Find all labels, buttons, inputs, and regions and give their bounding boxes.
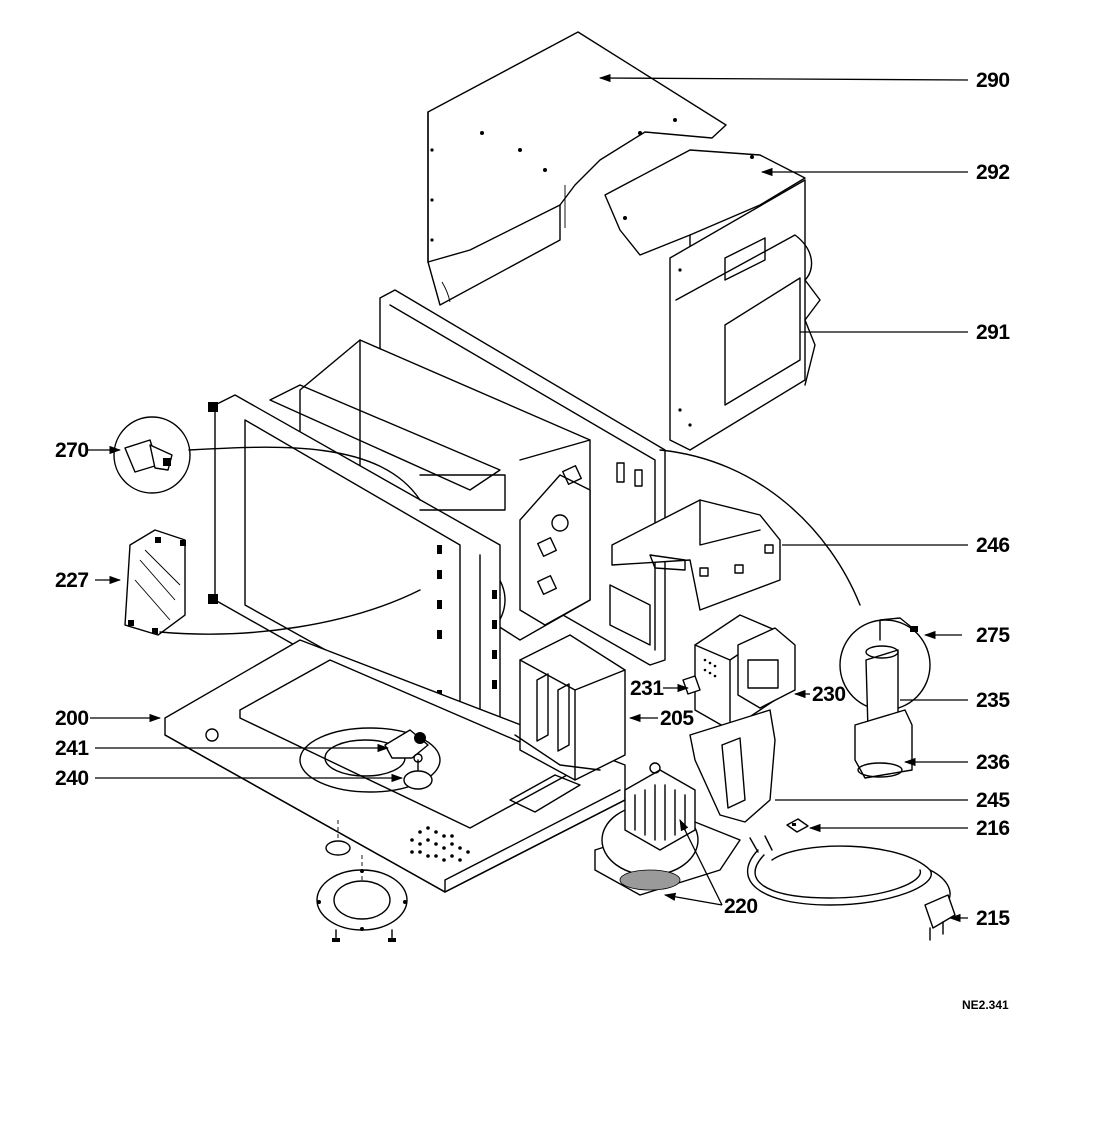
- air-duct: [689, 709, 776, 823]
- part-number-241: 241: [55, 737, 89, 760]
- part-number-236: 236: [976, 751, 1010, 774]
- waveguide-cover-plate: [124, 529, 421, 636]
- lamp-holder: [113, 416, 421, 501]
- turntable-coupling: [384, 729, 429, 759]
- mains-connector: [786, 818, 809, 833]
- part-number-230: 230: [812, 683, 846, 706]
- mains-cable: [746, 835, 956, 941]
- part-number-246: 246: [976, 534, 1010, 557]
- part-number-227: 227: [55, 569, 89, 592]
- part-number-245: 245: [976, 789, 1010, 812]
- fan-motor: [594, 762, 741, 896]
- leader-lines: [88, 73, 969, 923]
- part-number-292: 292: [976, 161, 1010, 184]
- turntable-motor: [403, 753, 433, 790]
- part-number-200: 200: [55, 707, 89, 730]
- air-guide-cover: [611, 499, 781, 611]
- part-number-275: 275: [976, 624, 1010, 647]
- magnetron: [694, 614, 796, 731]
- drawing-code: NE2.341: [962, 998, 1009, 1012]
- part-number-291: 291: [976, 321, 1010, 344]
- hv-capacitor: [659, 449, 931, 731]
- high-voltage-transformer: [514, 634, 626, 781]
- part-number-240: 240: [55, 767, 89, 790]
- vent-holes: [410, 826, 470, 862]
- part-number-220: 220: [724, 895, 758, 918]
- part-number-231: 231: [630, 677, 664, 700]
- part-number-235: 235: [976, 689, 1010, 712]
- outer-cabinet-cover: [427, 31, 727, 306]
- part-number-290: 290: [976, 69, 1010, 92]
- part-number-270: 270: [55, 439, 89, 462]
- part-number-215: 215: [976, 907, 1010, 930]
- part-number-216: 216: [976, 817, 1010, 840]
- oven-cavity-chassis: [208, 289, 666, 751]
- side-wall-panel: [669, 179, 821, 451]
- capacitor-clip: [854, 709, 913, 779]
- part-number-205: 205: [660, 707, 694, 730]
